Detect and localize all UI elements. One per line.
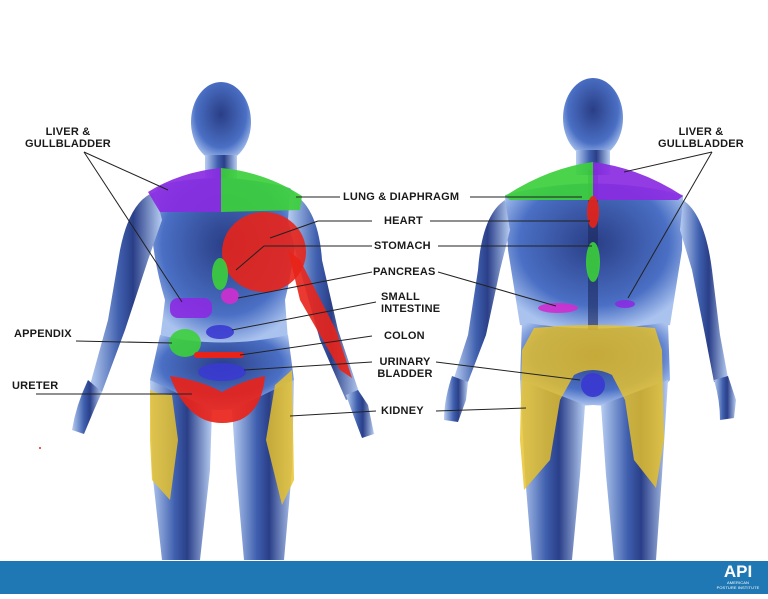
back-urinary-bladder: [581, 373, 605, 397]
front-heart: [222, 212, 306, 292]
front-colon: [194, 352, 244, 358]
back-gallbladder: [615, 300, 635, 308]
front-head: [191, 82, 251, 162]
back-pancreas: [538, 303, 578, 313]
front-diaphragm-band: [288, 250, 352, 378]
back-right-hand: [714, 376, 736, 420]
back-liver-region: [593, 162, 683, 200]
front-pancreas: [221, 288, 239, 304]
back-left-hand: [444, 376, 468, 422]
label-ureter: URETER: [12, 380, 59, 392]
front-small-intestine: [206, 325, 234, 339]
back-head: [563, 78, 623, 158]
front-left-arm: [90, 192, 162, 392]
label-stomach: STOMACH: [374, 240, 431, 252]
callout-lines: [36, 151, 713, 417]
front-ureter-region: [170, 376, 265, 423]
front-right-hand: [346, 390, 374, 438]
back-left-arm: [454, 200, 510, 382]
logo-text: AMERICAN POSTURE INSTITUTE: [716, 580, 760, 590]
label-liver-front: LIVER & GULLBLADDER: [25, 126, 111, 150]
label-lung-diaphragm: LUNG & DIAPHRAGM: [343, 191, 460, 203]
front-stomach: [212, 258, 228, 290]
front-liver-region: [148, 168, 221, 212]
label-heart: HEART: [384, 215, 423, 227]
front-organs: [148, 168, 352, 505]
logo-mark: API: [723, 562, 753, 581]
front-right-arm: [288, 192, 360, 400]
front-kidney-left: [150, 390, 178, 500]
back-figure: [444, 78, 736, 560]
back-heart: [587, 196, 599, 228]
back-right-arm: [680, 200, 728, 382]
back-lung-region: [505, 162, 593, 200]
label-kidney: KIDNEY: [381, 405, 424, 417]
stray-dot: [39, 447, 41, 449]
label-liver-back: LIVER & GULLBLADDER: [658, 126, 744, 150]
label-appendix: APPENDIX: [14, 328, 72, 340]
label-urinary-bladder: URINARY BLADDER: [377, 356, 433, 380]
front-lung-region: [221, 168, 302, 212]
back-organs: [505, 162, 683, 490]
front-kidney-right: [266, 370, 294, 505]
back-stomach: [586, 242, 600, 282]
label-pancreas: PANCREAS: [373, 266, 436, 278]
label-colon: COLON: [384, 330, 425, 342]
front-appendix: [169, 329, 201, 357]
footer-bar: [0, 561, 768, 594]
label-small-intestine: SMALL INTESTINE: [381, 291, 441, 315]
back-kidney-region: [520, 325, 664, 490]
api-logo: API AMERICAN POSTURE INSTITUTE: [716, 563, 760, 592]
front-gallbladder: [170, 298, 212, 318]
front-urinary-bladder: [198, 363, 246, 381]
